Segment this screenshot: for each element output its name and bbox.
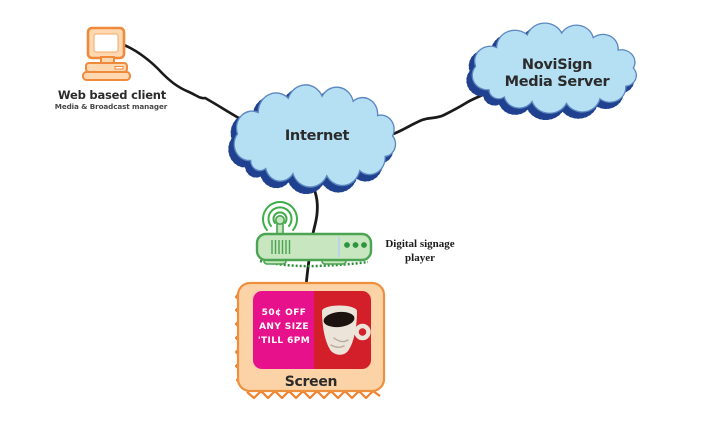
screen-label: Screen bbox=[285, 374, 337, 390]
wifi-signal-icon bbox=[262, 201, 298, 231]
router-icon bbox=[255, 215, 373, 268]
coffee-cup-icon bbox=[322, 305, 371, 355]
computer-base bbox=[82, 71, 131, 81]
player-node: Digital signage player bbox=[255, 201, 455, 268]
wire-server-to-internet bbox=[391, 90, 490, 136]
keyboard-slot bbox=[114, 66, 124, 70]
screen-node: 50¢ OFF ANY SIZE 'TILL 6PM Screen bbox=[234, 281, 386, 400]
ad-left-panel bbox=[253, 291, 314, 369]
monitor-screen bbox=[93, 33, 119, 53]
internet-cloud-node: Internet bbox=[230, 84, 397, 192]
internet-label: Internet bbox=[285, 128, 350, 144]
wire-client-to-internet bbox=[122, 43, 246, 123]
computer-icon bbox=[82, 26, 131, 81]
ad-text-line3: 'TILL 6PM bbox=[258, 336, 310, 346]
media-server-label-line1: NoviSign bbox=[522, 57, 592, 73]
router-leds bbox=[344, 242, 367, 248]
coffee-surface bbox=[323, 311, 355, 328]
player-label-line1: Digital signage bbox=[385, 238, 454, 250]
web-client-label: Web based client bbox=[58, 88, 167, 102]
media-server-cloud-node: NoviSign Media Server bbox=[466, 22, 638, 121]
player-label-line2: player bbox=[405, 252, 435, 264]
web-client-node: Web based client Media & Broadcast manag… bbox=[55, 26, 168, 111]
antenna-tip bbox=[274, 215, 285, 226]
cup-handle bbox=[354, 323, 371, 341]
signage-ad bbox=[253, 291, 371, 369]
web-client-sublabel: Media & Broadcast manager bbox=[55, 102, 168, 111]
cup-sketch-line bbox=[330, 337, 349, 348]
ad-text-line2: ANY SIZE bbox=[259, 322, 309, 332]
media-server-label-line2: Media Server bbox=[505, 74, 611, 90]
ad-text-line1: 50¢ OFF bbox=[262, 308, 307, 318]
router-vents bbox=[271, 240, 291, 254]
